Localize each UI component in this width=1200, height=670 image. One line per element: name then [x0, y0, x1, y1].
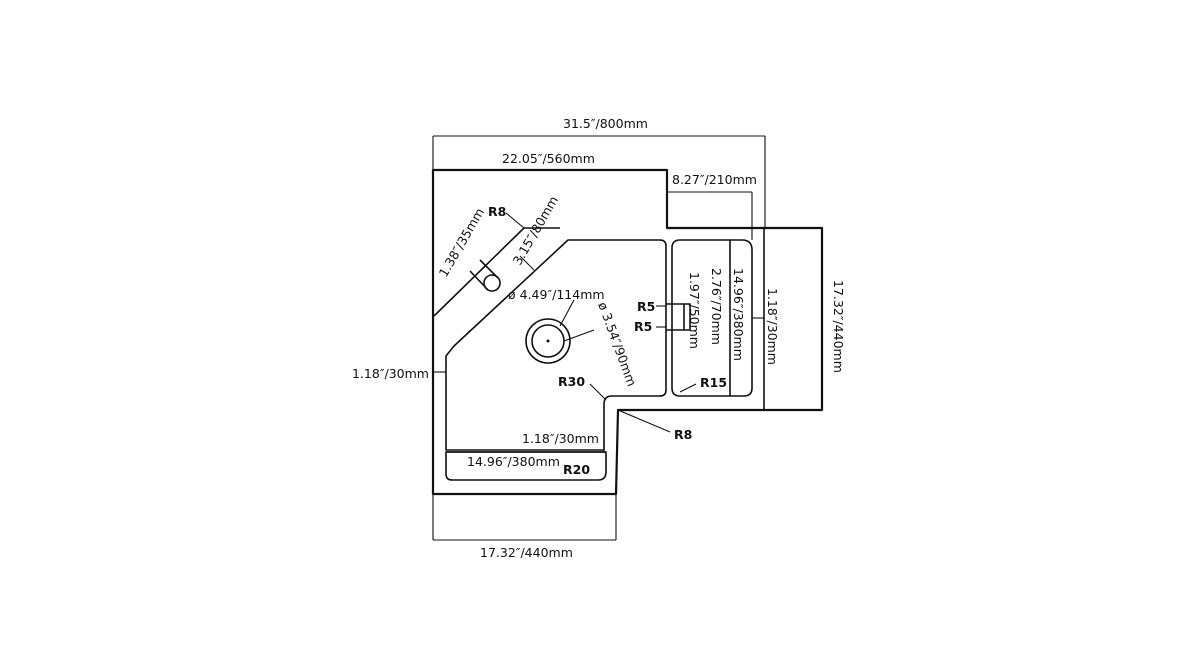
label-left-wall: 1.18″/30mm [352, 366, 429, 381]
label-right-width: 8.27″/210mm [672, 172, 757, 187]
label-faucet-hole: 1.38″/35mm [436, 205, 487, 279]
faucet-hole [483, 274, 501, 292]
label-radius-r15: R15 [700, 375, 727, 390]
label-wing-depth: 1.18″/30mm [522, 431, 599, 446]
right-bowl-contour [671, 239, 753, 397]
label-radius-r20: R20 [563, 462, 590, 477]
label-left-width: 22.05″/560mm [502, 151, 595, 166]
label-overall-depth: 17.32″/440mm [831, 280, 846, 373]
leader-r15 [679, 383, 697, 393]
label-radius-r8-top: R8 [488, 204, 506, 219]
main-bowl-contour [445, 239, 667, 451]
label-bottom-width: 17.32″/440mm [480, 545, 573, 560]
leader-r8-top [505, 212, 525, 229]
faucet-hole-bracket-b [479, 259, 499, 279]
leader-r30 [589, 383, 607, 401]
leader-deck-width [519, 255, 535, 271]
label-drain-inner: ø 3.54″/90mm [595, 300, 639, 388]
label-radius-r8-bottom: R8 [674, 427, 692, 442]
label-notch-width: 1.97″/50mm [687, 272, 702, 349]
label-right-wall: 1.18″/30mm [765, 288, 780, 365]
label-radius-r5-upper: R5 [637, 299, 655, 314]
wing-inner-contour [445, 451, 607, 481]
drain-center-dot [546, 339, 550, 343]
label-radius-r5-lower: R5 [634, 319, 652, 334]
label-radius-r30: R30 [558, 374, 585, 389]
faucet-hole-bracket-a [469, 270, 489, 291]
leader-drain-inner [563, 329, 595, 342]
leader-r8-bottom [617, 409, 671, 433]
label-wing-length: 14.96″/380mm [467, 454, 560, 469]
label-notch-depth: 2.76″/70mm [709, 268, 724, 345]
leader-drain-outer [559, 299, 575, 327]
label-drain-outer: ø 4.49″/114mm [508, 287, 605, 302]
label-right-bowl-depth: 14.96″/380mm [731, 268, 746, 361]
label-overall-width: 31.5″/800mm [563, 116, 648, 131]
drain-outer-circle [525, 318, 571, 364]
center-notch [666, 303, 691, 331]
label-deck-width: 3.15″/80mm [510, 193, 561, 267]
